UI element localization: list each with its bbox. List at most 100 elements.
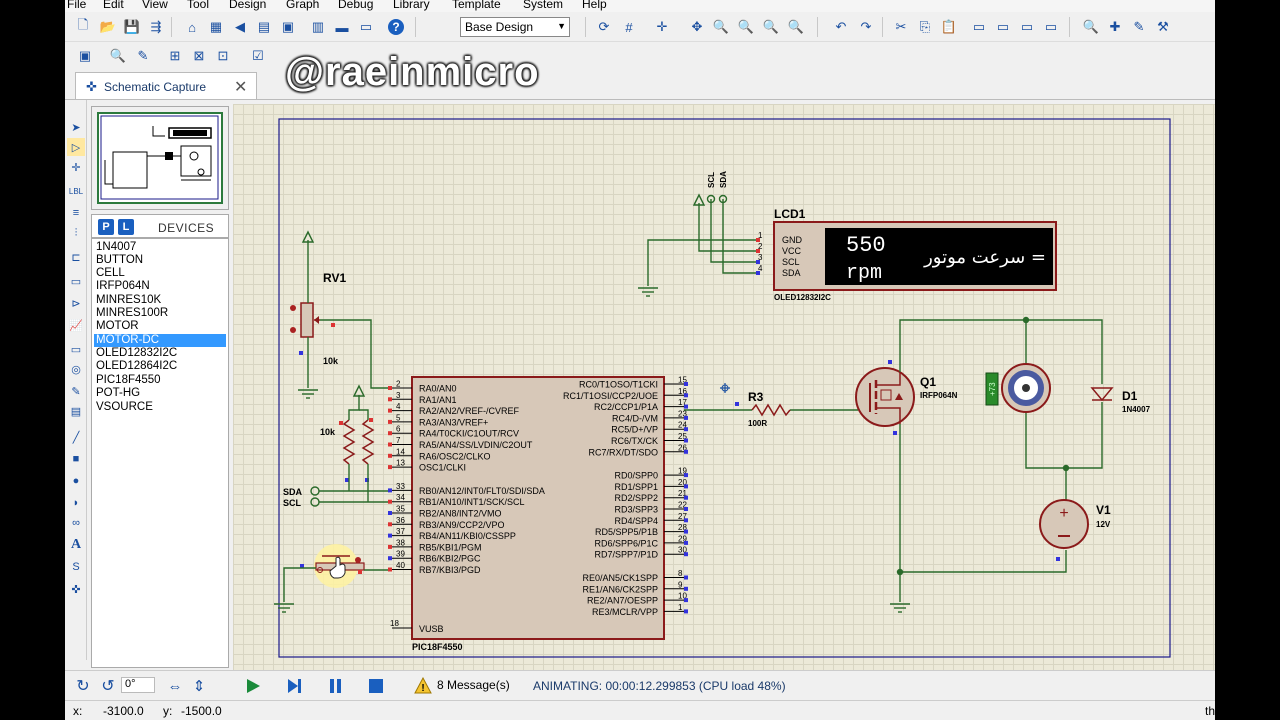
remove-sheet-icon[interactable]: ⊠ [193, 48, 205, 63]
menu-system[interactable]: System [523, 0, 564, 11]
lcd1-oled[interactable]: LCD1 OLED12832I2C GND VCC SCL SDA 1 2 3 … [758, 207, 1057, 302]
v1-source[interactable]: + V1 12V [1039, 499, 1111, 561]
menu-help[interactable]: Help [582, 0, 607, 11]
goto-sheet-icon[interactable]: ⊡ [217, 48, 229, 63]
subcircuit-icon[interactable]: ⊏ [71, 251, 81, 264]
menu-view[interactable]: View [142, 0, 168, 11]
device-item[interactable]: IRFP064N [96, 280, 150, 292]
circle-icon[interactable]: ● [72, 475, 80, 487]
rotate-anticlockwise-icon[interactable]: ↺ [101, 678, 115, 695]
device-item[interactable]: PIC18F4550 [96, 374, 161, 386]
mirror-horizontal-icon[interactable]: ⇔ [167, 677, 183, 695]
schematic-icon[interactable]: ▦ [209, 19, 223, 34]
device-item[interactable]: MINRES10K [96, 294, 162, 306]
pause-button[interactable] [326, 677, 344, 695]
home-icon[interactable]: ⌂ [188, 19, 196, 35]
device-item[interactable]: VSOURCE [96, 401, 153, 413]
symbol-icon[interactable]: S [72, 561, 80, 573]
instrument-icon[interactable]: ▤ [70, 405, 82, 418]
device-item[interactable]: POT-HG [96, 387, 141, 399]
text-icon[interactable]: A [70, 537, 82, 552]
path-icon[interactable]: ∞ [72, 517, 80, 529]
paste-icon[interactable]: 📋 [940, 19, 958, 34]
grid-icon[interactable]: # [625, 19, 633, 35]
decompose-icon[interactable]: ⚒ [1157, 19, 1169, 34]
tab-schematic-capture[interactable]: ✜ Schematic Capture ✕ [75, 72, 257, 100]
zoom-out-icon[interactable]: 🔍 [737, 19, 755, 34]
line-icon[interactable]: ╱ [72, 431, 80, 444]
stop-button[interactable] [367, 677, 385, 695]
copy-icon[interactable]: ⎘ [919, 19, 931, 34]
refresh-icon[interactable]: ⟳ [598, 19, 610, 34]
zoom-area-icon[interactable]: 🔍 [787, 19, 805, 34]
property-assign-icon[interactable]: ✎ [137, 48, 149, 63]
schematic-canvas[interactable]: LCD1 OLED12832I2C GND VCC SCL SDA 1 2 3 … [233, 104, 1215, 670]
bom-icon[interactable]: ▥ [311, 19, 325, 34]
new-file-icon[interactable]: 🗋 [77, 17, 89, 32]
packaging-tool-icon[interactable]: ✎ [1133, 19, 1145, 34]
project-notes-icon[interactable]: ▭ [359, 19, 373, 34]
pcb-icon[interactable]: ▤ [257, 19, 271, 34]
junction-icon[interactable]: ✛ [71, 161, 81, 174]
device-item[interactable]: MOTOR [96, 320, 139, 332]
mirror-vertical-icon[interactable]: ⇕ [192, 678, 206, 695]
design-select[interactable]: Base Design▼ [460, 17, 570, 37]
source-icon[interactable]: ▬ [335, 19, 349, 35]
terminal-icon[interactable]: ▭ [70, 275, 82, 288]
import-icon[interactable]: ⇶ [150, 19, 162, 34]
help-icon[interactable]: ? [386, 17, 406, 37]
probe-icon[interactable]: ✎ [71, 385, 81, 398]
rotation-input[interactable]: 0° [121, 677, 155, 693]
electrical-rules-icon[interactable]: ☑ [252, 48, 264, 63]
menu-debug[interactable]: Debug [338, 0, 374, 11]
library-manager-button[interactable]: L [118, 219, 134, 235]
block-move-icon[interactable]: ▭ [996, 19, 1010, 34]
wire-autorouter-icon[interactable]: ▣ [78, 48, 92, 63]
wire-label-icon[interactable]: LBL [68, 186, 84, 196]
menu-edit[interactable]: Edit [103, 0, 124, 11]
save-icon[interactable]: 💾 [123, 19, 141, 34]
search-icon[interactable]: 🔍 [109, 48, 127, 63]
push-button[interactable] [300, 555, 365, 579]
origin-icon[interactable]: ✛ [656, 19, 668, 34]
block-delete-icon[interactable]: ▭ [1044, 19, 1058, 34]
menu-graph[interactable]: Graph [286, 0, 320, 11]
device-item[interactable]: CELL [96, 267, 125, 279]
pan-icon[interactable]: ✥ [691, 19, 703, 34]
text-script-icon[interactable]: ≡ [72, 207, 80, 219]
back-icon[interactable]: ◀ [235, 19, 245, 34]
r3-resistor[interactable]: R3 100R [720, 383, 791, 428]
arc-icon[interactable]: ◗ [72, 497, 80, 509]
overview-map[interactable] [97, 112, 223, 204]
box-icon[interactable]: ■ [72, 453, 80, 465]
marker-icon[interactable]: ✜ [71, 583, 81, 596]
graph-icon[interactable]: 📈 [69, 319, 83, 332]
new-sheet-icon[interactable]: ⊞ [169, 48, 181, 63]
menu-library[interactable]: Library [393, 0, 430, 11]
block-copy-icon[interactable]: ▭ [972, 19, 986, 34]
redo-icon[interactable]: ↷ [860, 19, 872, 34]
step-button[interactable] [285, 677, 303, 695]
undo-icon[interactable]: ↶ [835, 19, 847, 34]
menu-file[interactable]: File [67, 0, 87, 11]
close-icon[interactable]: ✕ [234, 79, 248, 96]
block-rotate-icon[interactable]: ▭ [1020, 19, 1034, 34]
selection-mode-icon[interactable]: ➤ [71, 121, 81, 134]
play-button[interactable] [244, 677, 262, 695]
device-item[interactable]: BUTTON [96, 254, 144, 266]
rv1-potentiometer[interactable]: RV1 10k [290, 271, 346, 366]
gerber-icon[interactable]: ▣ [281, 19, 295, 34]
zoom-all-icon[interactable]: 🔍 [762, 19, 780, 34]
pick-devices-button[interactable]: P [98, 219, 114, 235]
zoom-in-icon[interactable]: 🔍 [712, 19, 730, 34]
pick-device-icon[interactable]: 🔍 [1082, 19, 1100, 34]
device-item[interactable]: MINRES100R [96, 307, 169, 319]
cut-icon[interactable]: ✂ [895, 19, 907, 34]
menu-tool[interactable]: Tool [187, 0, 210, 11]
q1-mosfet[interactable]: Q1 IRFP064N [855, 360, 958, 435]
tape-icon[interactable]: ▭ [70, 343, 82, 356]
generator-icon[interactable]: ◎ [71, 363, 81, 376]
d1-diode[interactable]: D1 1N4007 [1090, 387, 1151, 414]
messages-count[interactable]: 8 Message(s) [437, 678, 510, 692]
